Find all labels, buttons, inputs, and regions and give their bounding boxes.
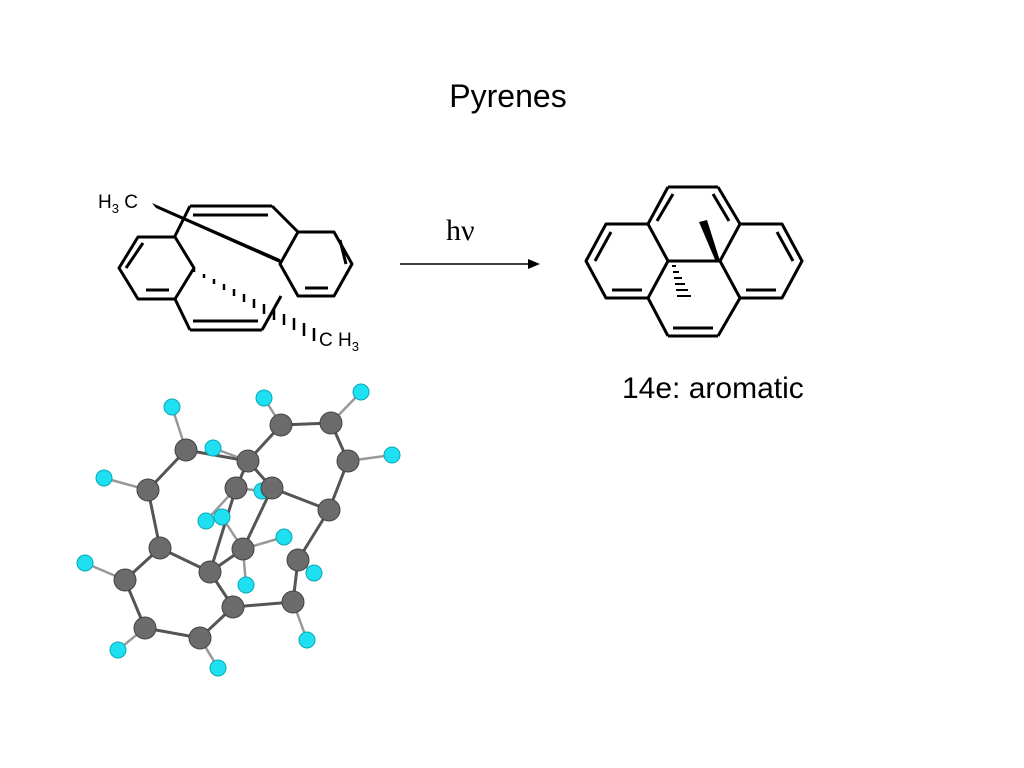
- carbon-atom: [260, 476, 284, 500]
- hydrogen-atom: [383, 446, 401, 464]
- slide-title: Pyrenes: [449, 78, 567, 114]
- carbon-atom: [269, 413, 293, 437]
- carbon-atom: [236, 449, 260, 473]
- hydrogen-atom: [305, 564, 323, 582]
- hash-bond: [192, 269, 316, 341]
- product-hash-bond: [672, 265, 691, 297]
- hydrogen-atom: [255, 389, 273, 407]
- hydrogen-atom: [213, 508, 231, 526]
- hydrogen-atom: [95, 469, 113, 487]
- hydrogen-atom: [298, 631, 316, 649]
- product-wedge-bond: [699, 220, 720, 262]
- carbon-atom: [336, 449, 360, 473]
- carbon-atom: [231, 537, 255, 561]
- carbon-atom: [133, 616, 157, 640]
- wedge-bond: [152, 203, 282, 264]
- hydrogen-atom: [209, 659, 227, 677]
- carbon-atom: [174, 438, 198, 462]
- hydrogen-atom: [237, 576, 255, 594]
- carbon-atom: [281, 590, 305, 614]
- methyl-label-top: H3 C: [98, 192, 138, 216]
- carbon-atom: [148, 536, 172, 560]
- product-caption: 14e: aromatic: [622, 372, 804, 405]
- carbon-atom: [224, 476, 248, 500]
- hydrogen-atom: [197, 512, 215, 530]
- hydrogen-atom: [109, 641, 127, 659]
- hydrogen-atom: [163, 398, 181, 416]
- hydrogen-atom: [204, 439, 222, 457]
- carbon-atom: [319, 411, 343, 435]
- reactant-right-ring: [278, 230, 354, 298]
- hydrogen-atom: [275, 528, 293, 546]
- carbon-atom: [188, 626, 212, 650]
- carbon-atom: [221, 595, 245, 619]
- methyl-label-bottom: C H3: [319, 330, 359, 354]
- hydrogen-atom: [76, 554, 94, 572]
- carbon-atom: [113, 568, 137, 592]
- carbon-atom: [317, 498, 341, 522]
- reaction-label: hν: [446, 214, 475, 247]
- hydrogen-atom: [352, 383, 370, 401]
- carbon-atom: [136, 478, 160, 502]
- carbon-atom: [286, 548, 310, 572]
- carbon-atom: [198, 560, 222, 584]
